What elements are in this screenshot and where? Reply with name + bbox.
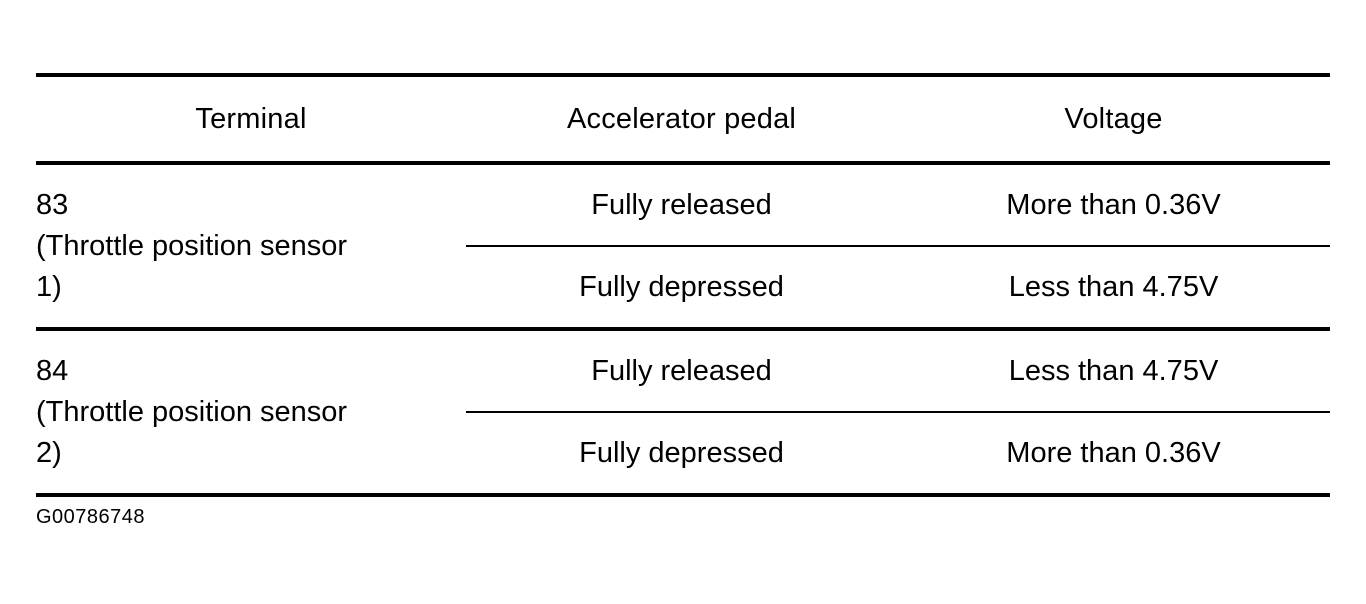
terminal-description-line-1: (Throttle position sensor (36, 395, 348, 428)
table-row: Fully depressed More than 0.36V (36, 411, 1330, 497)
column-header-terminal: Terminal (36, 73, 466, 163)
voltage-value-cell: More than 0.36V (897, 161, 1330, 246)
table-row: 83 (Throttle position sensor 1) Fully re… (36, 161, 1330, 329)
column-header-accelerator-pedal: Accelerator pedal (466, 73, 897, 163)
voltage-value-cell: Less than 4.75V (897, 327, 1330, 412)
terminal-description-line-2: 1) (36, 270, 62, 303)
pedal-state-cell: Fully depressed (466, 245, 897, 329)
terminal-description-line-1: (Throttle position sensor (36, 229, 348, 262)
figure-caption: G00786748 (36, 506, 146, 528)
voltage-value-cell: More than 0.36V (897, 411, 1330, 497)
terminal-cell-84: 84 (Throttle position sensor 2) (36, 327, 466, 497)
pedal-state-cell: Fully depressed (466, 411, 897, 497)
pedal-state-cell: Fully released (466, 161, 897, 246)
terminal-description-line-2: 2) (36, 436, 62, 469)
pedal-state-cell: Fully released (466, 327, 897, 412)
table-body: 83 (Throttle position sensor 1) Fully re… (36, 161, 1330, 497)
terminal-number: 84 (36, 354, 69, 387)
throttle-position-sensor-table: Terminal Accelerator pedal Voltage 83 (T… (36, 73, 1330, 497)
table-header: Terminal Accelerator pedal Voltage (36, 73, 1330, 163)
terminal-number: 83 (36, 188, 69, 221)
column-header-voltage: Voltage (897, 73, 1330, 163)
table-row: 84 (Throttle position sensor 2) Fully re… (36, 327, 1330, 497)
voltage-value-cell: Less than 4.75V (897, 245, 1330, 329)
table-row: Fully depressed Less than 4.75V (36, 245, 1330, 329)
terminal-cell-83: 83 (Throttle position sensor 1) (36, 161, 466, 329)
table-header-row: Terminal Accelerator pedal Voltage (36, 73, 1330, 163)
